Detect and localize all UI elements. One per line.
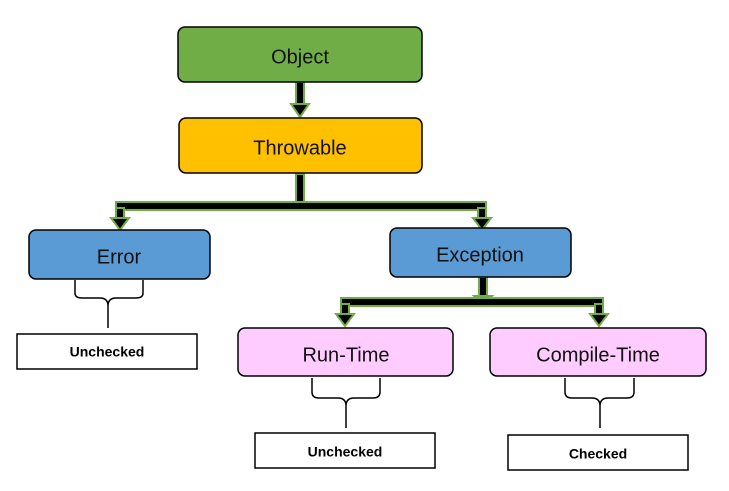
node-error-label: Error <box>97 246 142 268</box>
node-object: Object <box>177 26 423 83</box>
node-object-label: Object <box>271 46 329 68</box>
connector-object-throwable <box>289 81 311 119</box>
label-run-time-type: Unchecked <box>254 432 436 469</box>
node-error: Error <box>28 229 211 280</box>
brace-run-time <box>311 378 381 428</box>
node-run-time: Run-Time <box>237 327 454 377</box>
node-throwable-label: Throwable <box>253 137 346 159</box>
node-throwable: Throwable <box>178 117 423 174</box>
node-exception-label: Exception <box>436 244 524 266</box>
brace-error <box>74 280 144 328</box>
brace-compile-time <box>564 378 635 428</box>
label-compile-time-type-text: Checked <box>569 446 627 462</box>
label-compile-time-type: Checked <box>507 434 689 471</box>
node-compile-time-label: Compile-Time <box>536 344 660 366</box>
node-run-time-label: Run-Time <box>302 344 389 366</box>
connector-throwable-children <box>109 173 493 232</box>
node-exception: Exception <box>389 227 572 278</box>
connector-exception-children <box>334 276 610 328</box>
label-error-type: Unchecked <box>16 333 198 370</box>
label-run-time-type-text: Unchecked <box>308 444 383 460</box>
label-error-type-text: Unchecked <box>70 344 145 360</box>
node-compile-time: Compile-Time <box>489 327 707 377</box>
